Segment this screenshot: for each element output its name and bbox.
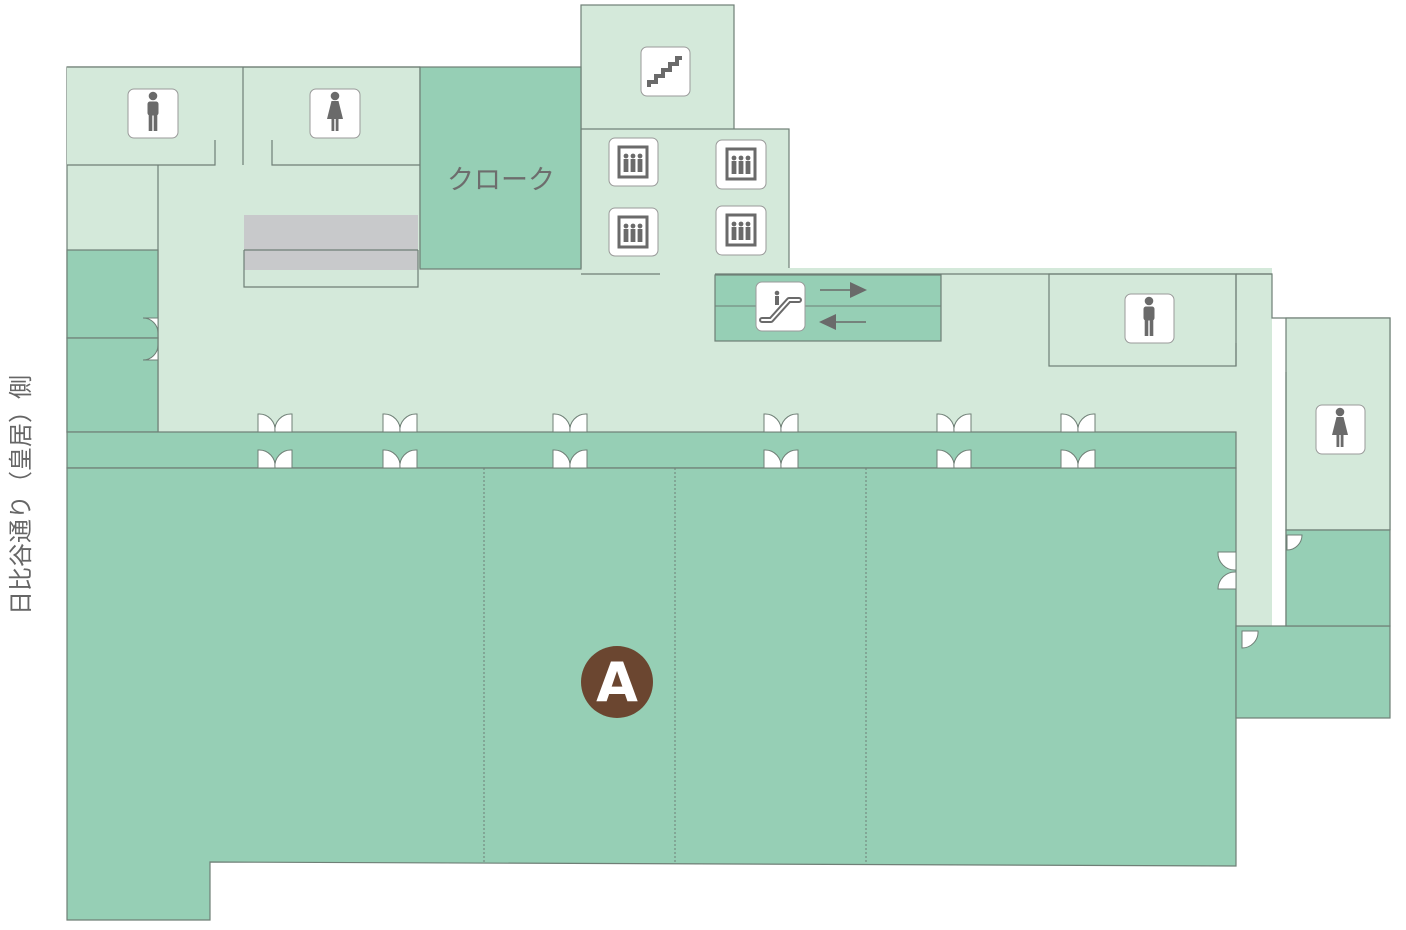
hall-area bbox=[66, 431, 1391, 921]
arrow-left-icon bbox=[819, 314, 866, 330]
street-side-label: 日比谷通り（皇居）側 bbox=[7, 375, 35, 615]
cloak-room bbox=[419, 66, 582, 270]
stairs-icon bbox=[640, 46, 691, 97]
elevator-icon bbox=[715, 139, 767, 190]
door-side-rooms bbox=[142, 317, 1303, 649]
escalator-icon bbox=[755, 281, 806, 332]
reception-counter bbox=[244, 215, 418, 270]
hall-a-badge bbox=[581, 646, 653, 718]
upper-floor-area bbox=[66, 4, 1391, 626]
east-corridor bbox=[1236, 274, 1272, 626]
hall-a bbox=[66, 467, 1237, 921]
elevator-icon bbox=[608, 207, 659, 257]
side-room-upper bbox=[66, 249, 159, 339]
cloak-room-label: クローク bbox=[447, 165, 555, 196]
east-room-lower bbox=[1235, 625, 1391, 719]
escalator-well bbox=[714, 274, 942, 342]
door-pair-4 bbox=[763, 413, 799, 469]
elevator-icon bbox=[715, 205, 767, 256]
female-restroom-icon bbox=[309, 88, 361, 139]
elevator-icon bbox=[608, 137, 659, 187]
hall-a-marker: A bbox=[581, 646, 653, 718]
door-pair-5 bbox=[936, 413, 972, 469]
male-restroom-icon bbox=[1124, 293, 1175, 344]
side-room-lower bbox=[66, 337, 159, 433]
door-pair-6 bbox=[1060, 413, 1096, 469]
door-pair-3 bbox=[552, 413, 588, 469]
female-restroom-icon bbox=[1315, 404, 1366, 455]
east-room-upper bbox=[1285, 529, 1391, 627]
hall-a-letter: A bbox=[596, 651, 638, 714]
arrow-right-icon bbox=[820, 282, 867, 298]
male-restroom-icon bbox=[127, 88, 179, 139]
doors bbox=[142, 317, 1303, 649]
door-pair-1 bbox=[257, 413, 293, 469]
door-pair-2 bbox=[382, 413, 418, 469]
